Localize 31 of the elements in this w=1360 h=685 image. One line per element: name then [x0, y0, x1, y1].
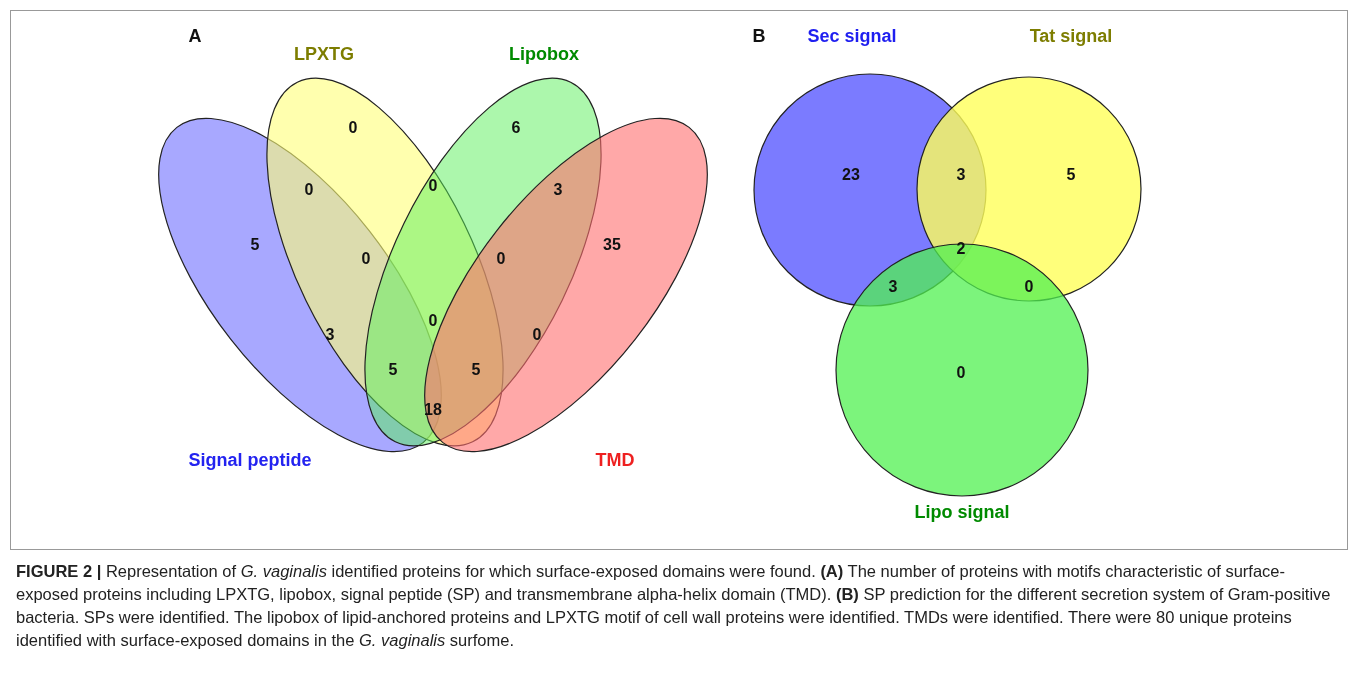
- region-count: 0: [348, 119, 358, 137]
- figure-caption: FIGURE 2 | Representation of G. vaginalis identified proteins for which surface-exposed domains were found. (A) The number of proteins with motifs characteristic of surface-exposed proteins including LPXTG, lipobox, signal peptide (SP) and transmembrane alpha-helix domain (TMD). (B) SP prediction for the different secretion system of Gram-positive bacteria. SPs were identified. The lipobox of lipid-anchored proteins and LPXTG motif of cell wall proteins were identified. TMDs were identified. There were 80 unique proteins identified with surface-exposed domains in the G. vaginalis surfome.: [16, 561, 1332, 651]
- set-label: Lipobox: [509, 43, 579, 65]
- region-count: 6: [511, 119, 521, 137]
- set-label: LPXTG: [294, 43, 354, 65]
- set-label: TMD: [595, 449, 635, 471]
- region-count: 23: [842, 166, 860, 184]
- region-count: 5: [388, 361, 398, 379]
- region-count: 2: [956, 240, 966, 258]
- region-count: 35: [603, 236, 621, 254]
- region-count: 0: [956, 364, 966, 382]
- region-count: 0: [361, 250, 371, 268]
- region-count: 3: [956, 166, 966, 184]
- set-label: Tat signal: [1029, 25, 1113, 47]
- region-count: 5: [1066, 166, 1076, 184]
- panel-letter: A: [188, 25, 202, 47]
- set-label: Signal peptide: [188, 449, 312, 471]
- region-count: 5: [250, 236, 260, 254]
- region-count: 0: [304, 181, 314, 199]
- region-count: 5: [471, 361, 481, 379]
- region-count: 3: [888, 278, 898, 296]
- region-count: 3: [553, 181, 563, 199]
- region-count: 0: [532, 326, 542, 344]
- set-label: Lipo signal: [914, 501, 1010, 523]
- region-count: 3: [325, 326, 335, 344]
- region-count: 0: [428, 177, 438, 195]
- region-count: 0: [428, 312, 438, 330]
- region-count: 0: [496, 250, 506, 268]
- set-label: Sec signal: [807, 25, 897, 47]
- panel-letter: B: [752, 25, 766, 47]
- region-count: 0: [1024, 278, 1034, 296]
